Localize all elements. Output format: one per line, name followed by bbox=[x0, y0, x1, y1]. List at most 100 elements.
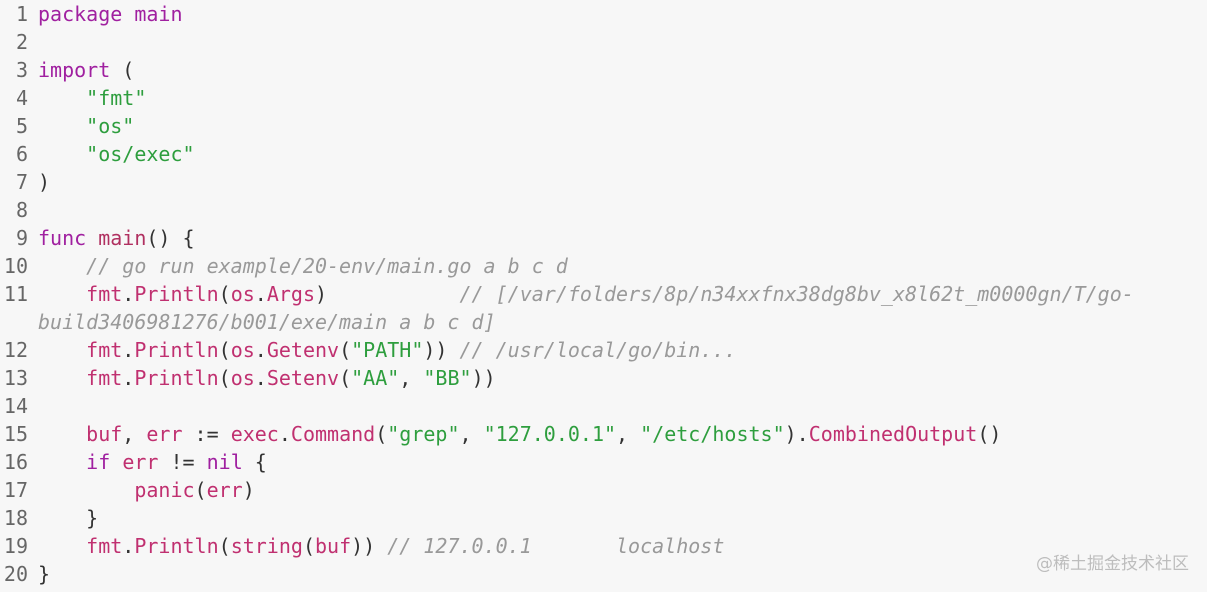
code-line: 12 fmt.Println(os.Getenv("PATH")) // /us… bbox=[0, 336, 737, 364]
code-token: ( bbox=[339, 338, 352, 362]
code-line: 5 "os" bbox=[0, 112, 134, 140]
code-token: "os/exec" bbox=[86, 142, 195, 166]
code-token: // go run example/20-env/main.go a b c d bbox=[86, 254, 568, 278]
line-number: 5 bbox=[15, 114, 28, 138]
code-line: 4 "fmt" bbox=[0, 84, 146, 112]
code-token: buf bbox=[314, 534, 352, 558]
line-number: 8 bbox=[15, 198, 28, 222]
code-token: ( bbox=[110, 58, 135, 82]
code-token: () bbox=[977, 422, 1002, 446]
code-token: . bbox=[254, 282, 267, 306]
code-token: import bbox=[38, 58, 111, 82]
code-token: Args bbox=[266, 282, 315, 306]
code-token: err bbox=[206, 478, 243, 502]
code-token: Command bbox=[290, 422, 376, 446]
line-code: } bbox=[38, 506, 98, 530]
code-token bbox=[38, 366, 86, 390]
code-token: main bbox=[98, 226, 147, 250]
line-code: // go run example/20-env/main.go a b c d bbox=[38, 254, 568, 278]
code-token: nil bbox=[206, 450, 243, 474]
code-token: ( bbox=[375, 422, 388, 446]
code-line: 18 } bbox=[0, 504, 98, 532]
line-code: if err != nil { bbox=[38, 450, 267, 474]
line-number: 9 bbox=[15, 226, 28, 250]
code-token: ( bbox=[339, 366, 352, 390]
line-number: 6 bbox=[15, 142, 28, 166]
code-token: Println bbox=[134, 534, 219, 558]
line-code: } bbox=[38, 562, 50, 586]
code-token: "grep" bbox=[387, 422, 460, 446]
code-token bbox=[38, 142, 86, 166]
line-code: fmt.Println(os.Args) // [/var/folders/8p… bbox=[38, 282, 1134, 306]
line-number: 3 bbox=[15, 58, 28, 82]
code-token: exec bbox=[230, 422, 279, 446]
code-token: Println bbox=[134, 366, 219, 390]
code-token: "/etc/hosts" bbox=[640, 422, 785, 446]
code-token: ) bbox=[38, 170, 51, 194]
line-number: 7 bbox=[15, 170, 28, 194]
code-token: . bbox=[278, 422, 291, 446]
code-line: 16 if err != nil { bbox=[0, 448, 267, 476]
code-token: ( bbox=[218, 534, 231, 558]
code-token: Getenv bbox=[266, 338, 340, 362]
code-token: package bbox=[38, 2, 123, 26]
code-token: )) bbox=[423, 338, 460, 362]
code-token bbox=[38, 282, 86, 306]
code-token bbox=[38, 254, 86, 278]
code-line: 13 fmt.Println(os.Setenv("AA", "BB")) bbox=[0, 364, 496, 392]
code-token: buf bbox=[86, 422, 123, 446]
code-token bbox=[38, 534, 86, 558]
code-token: ). bbox=[784, 422, 809, 446]
code-token: } bbox=[38, 506, 99, 530]
line-number: 4 bbox=[15, 86, 28, 110]
code-token: , bbox=[616, 422, 641, 446]
code-token: )) bbox=[351, 534, 388, 558]
line-code: func main() { bbox=[38, 226, 195, 250]
code-line-wrapped: build3406981276/b001/exe/main a b c d] bbox=[38, 308, 496, 336]
code-token: // /usr/local/go/bin... bbox=[459, 338, 737, 362]
code-token: ) bbox=[242, 478, 255, 502]
code-token: panic bbox=[134, 478, 195, 502]
code-line: 15 buf, err := exec.Command("grep", "127… bbox=[0, 420, 1002, 448]
code-token: ( bbox=[218, 366, 231, 390]
code-token bbox=[86, 226, 98, 250]
code-token: . bbox=[122, 338, 135, 362]
code-line: 7) bbox=[0, 168, 50, 196]
code-line: 8 bbox=[0, 196, 38, 224]
code-token: . bbox=[122, 366, 135, 390]
code-line: 6 "os/exec" bbox=[0, 140, 195, 168]
watermark: @稀土掘金技术社区 bbox=[1036, 554, 1189, 574]
line-number: 18 bbox=[3, 506, 28, 530]
code-token: Println bbox=[134, 338, 219, 362]
line-code: buf, err := exec.Command("grep", "127.0.… bbox=[38, 422, 1001, 446]
code-token: if bbox=[86, 450, 111, 474]
code-line: 2 bbox=[0, 28, 38, 56]
line-code: import ( bbox=[38, 58, 134, 82]
line-code: ) bbox=[38, 170, 50, 194]
code-token: os bbox=[230, 338, 255, 362]
code-line: 17 panic(err) bbox=[0, 476, 255, 504]
code-token: CombinedOutput bbox=[808, 422, 978, 446]
line-number: 16 bbox=[3, 450, 28, 474]
code-token: )) bbox=[471, 366, 496, 390]
code-line: 9 func main() { bbox=[0, 224, 195, 252]
code-token: ( bbox=[194, 478, 207, 502]
code-token bbox=[38, 422, 86, 446]
code-token: Println bbox=[134, 282, 219, 306]
code-token: "os" bbox=[86, 114, 135, 138]
code-token: ) bbox=[315, 282, 460, 306]
code-line: 3 import ( bbox=[0, 56, 134, 84]
code-line: 14 bbox=[0, 392, 38, 420]
code-token: Setenv bbox=[266, 366, 340, 390]
code-token bbox=[110, 450, 122, 474]
code-line: 20} bbox=[0, 560, 50, 588]
code-token: := bbox=[182, 422, 231, 446]
code-token: } bbox=[38, 562, 51, 586]
line-number: 10 bbox=[3, 254, 28, 278]
line-number: 15 bbox=[3, 422, 28, 446]
line-code: "os/exec" bbox=[38, 142, 195, 166]
code-token bbox=[38, 478, 134, 502]
code-token: != bbox=[158, 450, 207, 474]
